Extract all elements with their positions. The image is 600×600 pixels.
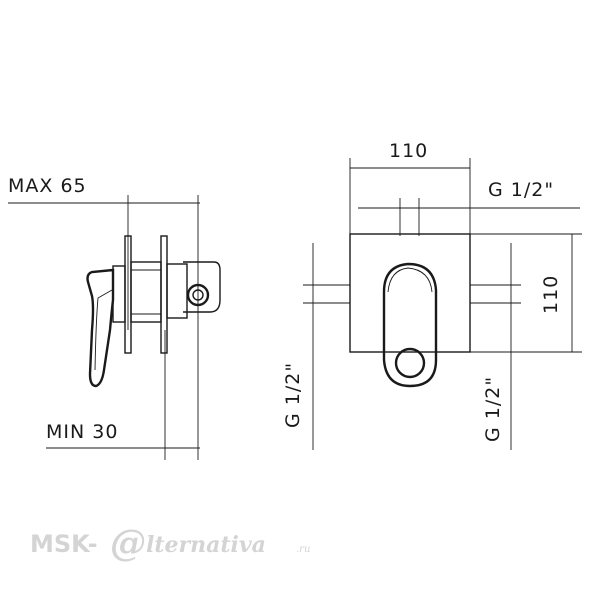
- lever-knob-icon: [394, 347, 426, 379]
- outlet-port-icon: [186, 283, 210, 307]
- lever-contour: [94, 289, 113, 371]
- min-depth-label: MIN 30: [46, 421, 118, 443]
- side-view: MAX 65 MIN 30: [8, 175, 221, 460]
- watermark-prefix: MSK-: [30, 530, 98, 558]
- lever-handle: [86, 268, 115, 388]
- height-label: 110: [540, 275, 562, 314]
- watermark-name: lternativa: [146, 532, 266, 558]
- watermark: MSK- @ lternativa .ru: [30, 522, 310, 564]
- thread-left-label: G 1/2": [282, 362, 304, 428]
- mounting-plate: [160, 235, 168, 354]
- lever-front: [382, 262, 438, 388]
- thread-right-label: G 1/2": [482, 376, 504, 442]
- front-view: 110 G 1/2" 110 G 1/2" G 1/2": [282, 140, 582, 450]
- outlet-port-inner: [192, 289, 204, 301]
- lever-front-highlight: [387, 267, 433, 293]
- rear-housing: [166, 263, 188, 319]
- thread-top-label: G 1/2": [488, 179, 554, 201]
- watermark-at-icon: @: [110, 522, 146, 564]
- outlet-housing: [183, 261, 221, 313]
- valve-body: [130, 261, 162, 323]
- handle-collar: [112, 265, 126, 323]
- watermark-suffix: .ru: [296, 544, 310, 555]
- max-depth-label: MAX 65: [8, 175, 87, 197]
- square-cover-plate: [349, 233, 471, 353]
- width-label: 110: [389, 140, 428, 162]
